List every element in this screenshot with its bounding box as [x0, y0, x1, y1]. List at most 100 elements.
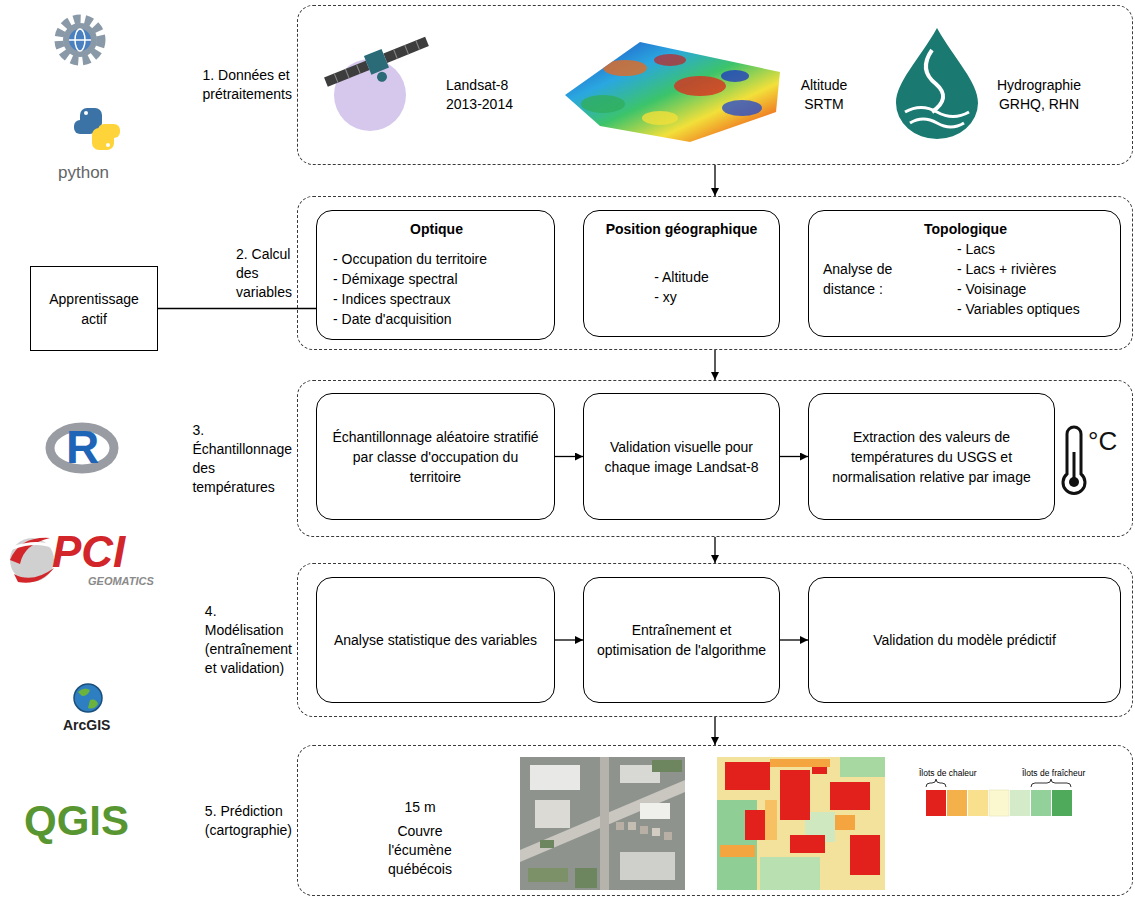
box-text: Extraction des valeurs de températures d… [821, 427, 1042, 487]
stage-panel: 3. Échantillonnage des températuresÉchan… [297, 380, 1133, 537]
arcgis-logo-part [78, 688, 90, 696]
connector [555, 639, 583, 640]
aerial-image-part [528, 868, 568, 882]
connector [714, 537, 715, 563]
satellite-illustration-part-part [324, 61, 369, 87]
aerial-image-part [600, 757, 609, 890]
bullet-item: - Altitude [654, 267, 708, 287]
satellite-illustration-part [322, 32, 435, 102]
heat-map-image-part [717, 757, 885, 890]
thermometer-icon-part [1073, 452, 1076, 478]
aerial-image-part [540, 840, 554, 848]
stage-panel: 4. Modélisation (entraînement et validat… [297, 563, 1133, 717]
stage-panel: 2. Calcul des variablesOptique- Occupati… [297, 196, 1133, 350]
box-heading: Topologique [823, 219, 1108, 239]
box-note: Analyse de distance : [823, 259, 927, 299]
satellite-illustration-part-part [405, 45, 409, 54]
software-name: ArcGIS [63, 718, 110, 732]
process-box: Analyse statistique des variables [316, 577, 555, 703]
heat-map-image-part [720, 845, 755, 857]
bullet-item: - Voisinage [957, 279, 1080, 299]
aerial-image-part [652, 828, 660, 836]
bullet-item: - Démixage spectral [333, 269, 540, 289]
box-text: Analyse statistique des variables [334, 630, 537, 650]
connector [780, 456, 808, 457]
panel-note: Hydrographie GRHQ, RHN [986, 76, 1092, 114]
terrain-illustration-part-part [654, 54, 686, 66]
heat-map-image-part [850, 835, 880, 875]
connector [714, 165, 715, 196]
legend-text: Îlots de chaleur [919, 769, 977, 778]
pci-logo-part [10, 538, 50, 564]
aerial-image-part [628, 822, 636, 830]
stage-label: 1. Données et prétraitements [203, 66, 292, 104]
box-content: Validation du modèle prédictif [873, 630, 1056, 650]
box-content: Validation visuelle pour chaque image La… [596, 437, 767, 477]
box-content: Échantillonnage aléatoire stratifié par … [329, 427, 542, 487]
process-box: TopologiqueAnalyse de distance :- Lacs- … [808, 210, 1121, 337]
legend-bar-part [947, 790, 967, 816]
aerial-image-part [575, 868, 597, 888]
arcgis-logo [74, 684, 102, 712]
pci-logo [10, 538, 58, 583]
satellite-illustration-part-part [345, 69, 349, 78]
aerial-image-part [535, 800, 570, 828]
panel-note: Landsat-8 2013-2014 [446, 76, 526, 114]
box-text: Validation visuelle pour chaque image La… [596, 437, 767, 477]
stage-label: 3. Échantillonnage des températures [192, 421, 292, 497]
terrain-illustration-part-part [603, 60, 647, 76]
box-row: Analyse de distance :- Lacs- Lacs + rivi… [823, 239, 1108, 319]
satellite-illustration-part-part [364, 49, 389, 75]
logo-wordmark: PCI [52, 530, 125, 574]
box-heading: Position géographique [594, 219, 769, 239]
gee-logo-part [69, 29, 91, 51]
heat-map-image-part [725, 762, 770, 790]
stage-label: 4. Modélisation (entraînement et validat… [205, 602, 292, 678]
hydrography-logo-part [910, 119, 964, 127]
box-text: Apprentissage actif [43, 289, 145, 329]
legend-bar-part [968, 790, 988, 816]
process-box: Position géographique - Altitude- xy [583, 210, 780, 337]
box-heading: Optique [333, 219, 540, 239]
bullet-item: - Occupation du territoire [333, 249, 540, 269]
python-logo-part [98, 124, 120, 138]
hydrography-logo-part [926, 50, 943, 112]
process-box: Validation visuelle pour chaque image La… [583, 393, 780, 520]
box-content: TopologiqueAnalyse de distance :- Lacs- … [823, 219, 1108, 319]
python-logo-part [84, 111, 88, 115]
stage-label: 2. Calcul des variables [236, 245, 292, 302]
bullet-item: - Indices spectraux [333, 289, 540, 309]
aerial-image-part [620, 852, 675, 880]
legend-bar-part [989, 790, 1009, 816]
thermometer-icon [1063, 427, 1085, 493]
heat-map-image-part [790, 835, 825, 853]
bullet-list: - Altitude- xy [654, 267, 708, 307]
legend-swatch [926, 790, 946, 816]
satellite-illustration-part-part [394, 49, 398, 58]
arcgis-logo-part [74, 684, 102, 712]
aerial-image-part [616, 822, 624, 830]
satellite-illustration-part-part [375, 70, 388, 83]
gee-logo-part [59, 19, 101, 61]
bullet-item: - Date d'acquisition [333, 309, 540, 329]
satellite-illustration-part-part [383, 37, 428, 63]
logo-letter: R [66, 424, 99, 470]
legend-bar-part [1031, 790, 1051, 816]
arcgis-logo-part [88, 700, 98, 709]
legend-bar-part [926, 779, 946, 787]
aerial-image-part [664, 832, 672, 840]
hydrography-logo-part [896, 28, 978, 139]
aerial-image-part [530, 765, 580, 790]
process-box: Optique - Occupation du territoire- Démix… [316, 210, 555, 340]
python-logo-part [106, 143, 110, 147]
satellite-illustration-part-part [416, 41, 420, 50]
connector [714, 717, 715, 745]
terrain-illustration [565, 42, 780, 142]
terrain-illustration-part-part [721, 70, 749, 82]
heat-map-image-part [830, 782, 870, 810]
stage-panel: 1. Données et prétraitementsLandsat-8 20… [297, 5, 1133, 165]
heat-map-image-part [780, 770, 810, 820]
gee-logo-part [69, 39, 91, 41]
terrain-illustration-part-part [674, 76, 726, 96]
arcgis-logo-part [74, 684, 102, 712]
